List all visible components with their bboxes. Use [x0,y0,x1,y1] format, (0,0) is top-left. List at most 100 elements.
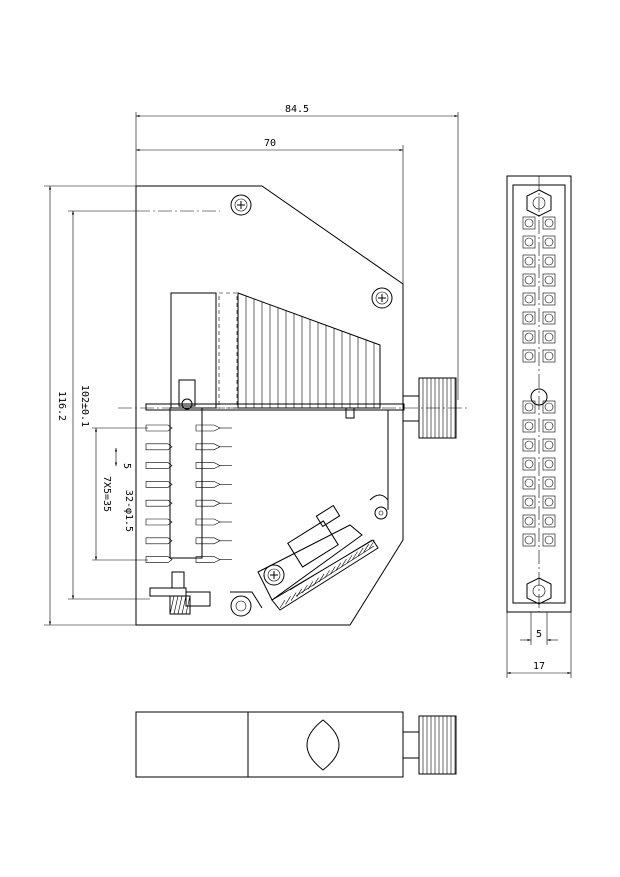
top-screw-icon [230,194,252,216]
hatch-line [185,595,191,615]
side-contact-cell [522,457,536,471]
side-contact-cell [522,533,536,547]
pin-left [145,556,173,563]
side-contact-hole [544,421,554,431]
hatch-line [173,595,179,615]
bottom-body-outline [135,711,404,778]
hatch-line [296,588,302,597]
side-contact-hole [524,535,534,545]
side-contact-hole [544,478,554,488]
hatch-line [324,570,330,579]
bottom-hole-icon [230,595,252,617]
bottom-lens-icon [306,719,340,771]
side-contact-cell [522,216,536,230]
side-contact-cell [542,514,556,528]
pin-right [195,518,221,526]
dim-hole-spec: 32-φ1.5 [123,490,134,532]
pin-right [195,537,221,545]
side-contact-cell [522,349,536,363]
side-top-screw-icon [526,189,552,217]
pin-right [195,462,221,469]
side-contact-cell [542,438,556,452]
side-contact-cell [542,292,556,306]
side-contact-hole [524,256,534,266]
side-contact-hole [524,332,534,342]
side-contact-cell [522,330,536,344]
side-contact-hole [544,256,554,266]
dim-body-width: 70 [264,138,276,149]
side-contact-cell [542,419,556,433]
bottom-view [135,711,457,778]
side-contact-hole [544,459,554,469]
latch-screw-icon [263,564,285,586]
side-contact-cell [522,292,536,306]
pin-right [195,443,221,451]
side-contact-cell [542,273,556,287]
front-knob-icon[interactable] [402,377,457,439]
pin-left [145,481,173,488]
pin-right [195,481,221,488]
pin-column-top-icon [178,379,196,410]
pin-right [195,499,221,507]
hatch-line [357,547,364,557]
side-contact-hole [524,351,534,361]
hatch-line [363,544,369,553]
side-contact-cell [522,235,536,249]
bottom-hatched-block [169,595,191,615]
side-contact-cell [522,400,536,414]
hatch-line [177,595,183,615]
hatch-line [318,573,325,583]
side-contact-cell [522,514,536,528]
side-contact-hole [544,237,554,247]
side-contact-hole [544,332,554,342]
pin-left [145,443,173,451]
hatch-line [290,592,297,601]
side-contact-hole [524,516,534,526]
side-contact-cell [542,495,556,509]
horizontal-plate [145,403,405,411]
pin-left [145,499,173,507]
side-contact-cell [522,476,536,490]
front-body-outline [135,185,404,626]
lower-right-hole-icon [374,506,388,520]
pin-left [145,462,173,469]
hatch-line [369,540,375,549]
pin-right [195,556,221,563]
side-contact-cell [542,330,556,344]
dim-side-width: 17 [533,661,545,672]
side-contact-cell [542,349,556,363]
hatch-line [313,577,319,586]
fin-outline [237,292,381,409]
hatch-line [346,555,353,564]
side-contact-cell [522,419,536,433]
side-view: 5 17 [506,175,572,678]
rail-hook [369,494,389,510]
side-contact-cell [522,311,536,325]
dim-overall-height: 116.2 [56,391,67,421]
side-contact-cell [542,457,556,471]
bottom-bracket [230,591,263,609]
side-contact-cell [542,216,556,230]
side-contact-cell [542,311,556,325]
front-view: 84.5 70 116.2 102±0.1 7X5=35 5 32-φ1.5 [44,104,470,626]
inner-frame-block [170,292,217,409]
side-contact-hole [544,402,554,412]
bottom-knob-icon[interactable] [402,715,457,775]
dim-side-pitch: 5 [536,629,542,640]
side-contact-cell [542,476,556,490]
pin-left [145,424,173,432]
dim-row-span: 7X5=35 [101,476,112,512]
side-contact-cell [522,273,536,287]
side-contact-cell [522,438,536,452]
hatch-line [335,562,342,571]
side-contact-hole [524,294,534,304]
latch-assembly [257,504,379,611]
side-contact-hole [524,218,534,228]
hatch-line [302,584,308,594]
side-contact-cell [542,254,556,268]
side-contact-hole [544,275,554,285]
hatch-line [181,595,187,615]
dim-pin-pitch: 5 [121,463,132,469]
pin-right [195,424,221,432]
side-contact-hole [524,478,534,488]
